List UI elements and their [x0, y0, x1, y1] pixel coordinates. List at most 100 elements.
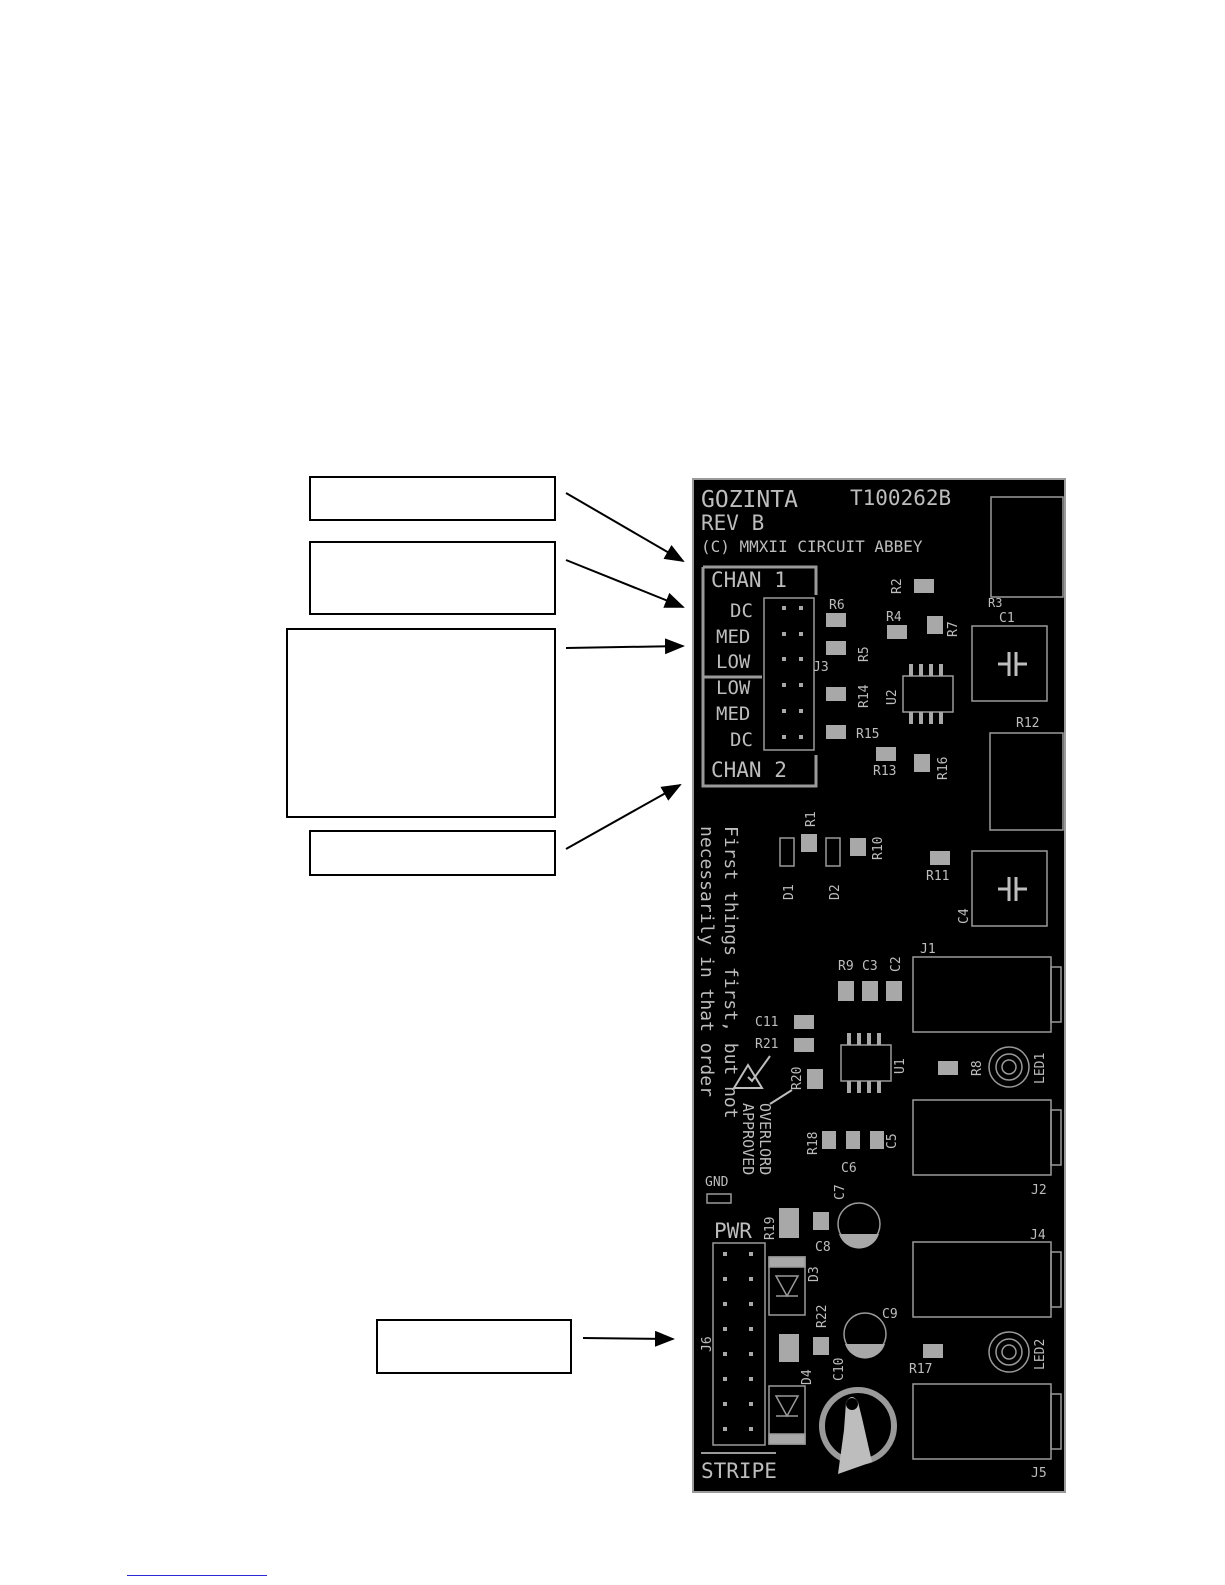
- power-label: PWR: [714, 1219, 752, 1243]
- label-d1: D1: [782, 884, 797, 900]
- j3-pin-label-low-1: LOW: [716, 651, 751, 673]
- motto-line-2: necessarily in that order: [696, 826, 717, 1097]
- smd-pads: [779, 579, 958, 1362]
- circuit-abbey-logo-icon: [819, 1387, 897, 1474]
- label-c9: C9: [882, 1307, 898, 1322]
- label-r22: R22: [815, 1305, 830, 1328]
- gnd-pad: [706, 1193, 732, 1204]
- label-r17: R17: [909, 1362, 932, 1377]
- capacitor-c9: [843, 1312, 887, 1359]
- label-c5: C5: [885, 1133, 900, 1149]
- callout-box-1: [309, 476, 556, 521]
- j3-header: [763, 597, 815, 751]
- label-c2: C2: [889, 956, 904, 972]
- board-copyright: (C) MMXII CIRCUIT ABBEY: [701, 537, 923, 556]
- power-header-j6: [712, 1242, 766, 1446]
- label-led1: LED1: [1033, 1053, 1048, 1084]
- board-title: GOZINTA: [701, 487, 798, 513]
- ic-u2: [902, 664, 954, 724]
- label-r19: R19: [763, 1217, 778, 1240]
- label-r4: R4: [886, 610, 902, 625]
- jack-j2: [912, 1099, 1062, 1176]
- arrow-1: [565, 492, 685, 563]
- j3-pin-label-dc-2: DC: [730, 729, 753, 751]
- label-r12: R12: [1016, 716, 1039, 731]
- label-r13: R13: [873, 764, 896, 779]
- label-r9: R9: [838, 959, 854, 974]
- label-d2: D2: [828, 884, 843, 900]
- footprint-r12: [989, 732, 1064, 831]
- board-part-number: T100262B: [850, 486, 951, 510]
- label-r10: R10: [871, 837, 886, 860]
- label-j5: J5: [1031, 1466, 1047, 1481]
- j3-chan2-label: CHAN 2: [711, 758, 787, 782]
- label-c6: C6: [841, 1161, 857, 1176]
- diode-d1-d2: [779, 837, 841, 867]
- j3-bracket: [701, 565, 818, 788]
- callout-box-2: [309, 541, 556, 615]
- label-c11: C11: [755, 1015, 778, 1030]
- label-r16: R16: [936, 757, 951, 780]
- arrow-2: [565, 559, 685, 608]
- ic-u1: [840, 1033, 892, 1093]
- motto-line-1: First things first, but not: [720, 826, 741, 1119]
- led-led1: [988, 1046, 1030, 1088]
- label-j1: J1: [920, 942, 936, 957]
- label-r1: R1: [804, 811, 819, 827]
- callout-box-3: [286, 628, 556, 818]
- j3-pin-label-med-1: MED: [716, 626, 750, 648]
- label-j6: J6: [700, 1336, 715, 1352]
- callout-box-5: [376, 1319, 572, 1374]
- label-j3: J3: [813, 660, 829, 675]
- arrow-3: [565, 638, 685, 655]
- diode-d3: [768, 1256, 806, 1316]
- label-r6: R6: [829, 598, 845, 613]
- label-r5: R5: [857, 646, 872, 662]
- label-j4: J4: [1030, 1228, 1046, 1243]
- label-r15: R15: [856, 727, 879, 742]
- label-led2: LED2: [1033, 1339, 1048, 1370]
- jack-j5: [912, 1383, 1062, 1460]
- footnote-rule: [127, 1575, 267, 1576]
- led-led2: [988, 1331, 1030, 1373]
- diode-d4: [768, 1385, 806, 1445]
- label-r21: R21: [755, 1037, 778, 1052]
- arrow-4: [565, 784, 682, 850]
- jack-j4: [912, 1241, 1062, 1318]
- stripe-label: STRIPE: [701, 1459, 777, 1483]
- label-j2: J2: [1031, 1183, 1047, 1198]
- j3-pin-label-med-2: MED: [716, 703, 750, 725]
- j3-pin-label-dc-1: DC: [730, 600, 753, 622]
- overlord-logo-icon: [732, 1055, 793, 1105]
- capacitor-c7: [837, 1202, 881, 1249]
- overlord-line-2: APPROVED: [739, 1103, 757, 1175]
- callout-box-4: [309, 830, 556, 876]
- label-d3: D3: [807, 1266, 822, 1282]
- overlord-line-1: OVERLORD: [756, 1103, 774, 1175]
- label-c7: C7: [833, 1184, 848, 1200]
- gnd-label: GND: [705, 1175, 729, 1190]
- label-c10: C10: [832, 1358, 847, 1381]
- label-u1: U1: [893, 1058, 908, 1074]
- footprint-top-right: [990, 496, 1064, 598]
- label-r14: R14: [857, 684, 872, 708]
- label-r3: R3: [988, 596, 1002, 610]
- capacitor-c1: [971, 625, 1048, 702]
- label-c1: C1: [999, 611, 1015, 626]
- arrow-5: [582, 1330, 675, 1347]
- label-r8: R8: [970, 1060, 985, 1076]
- j3-pin-label-low-2: LOW: [716, 677, 751, 699]
- label-r2: R2: [890, 578, 905, 594]
- label-u2: U2: [885, 689, 900, 705]
- jack-j1: [912, 956, 1062, 1033]
- label-r18: R18: [806, 1132, 821, 1155]
- label-r20: R20: [790, 1067, 805, 1090]
- label-c8: C8: [815, 1240, 831, 1255]
- label-r7: R7: [946, 621, 961, 637]
- capacitor-c4: [971, 850, 1048, 927]
- j3-chan1-label: CHAN 1: [711, 568, 787, 592]
- label-c4: C4: [957, 908, 972, 924]
- board-revision: REV B: [701, 511, 764, 535]
